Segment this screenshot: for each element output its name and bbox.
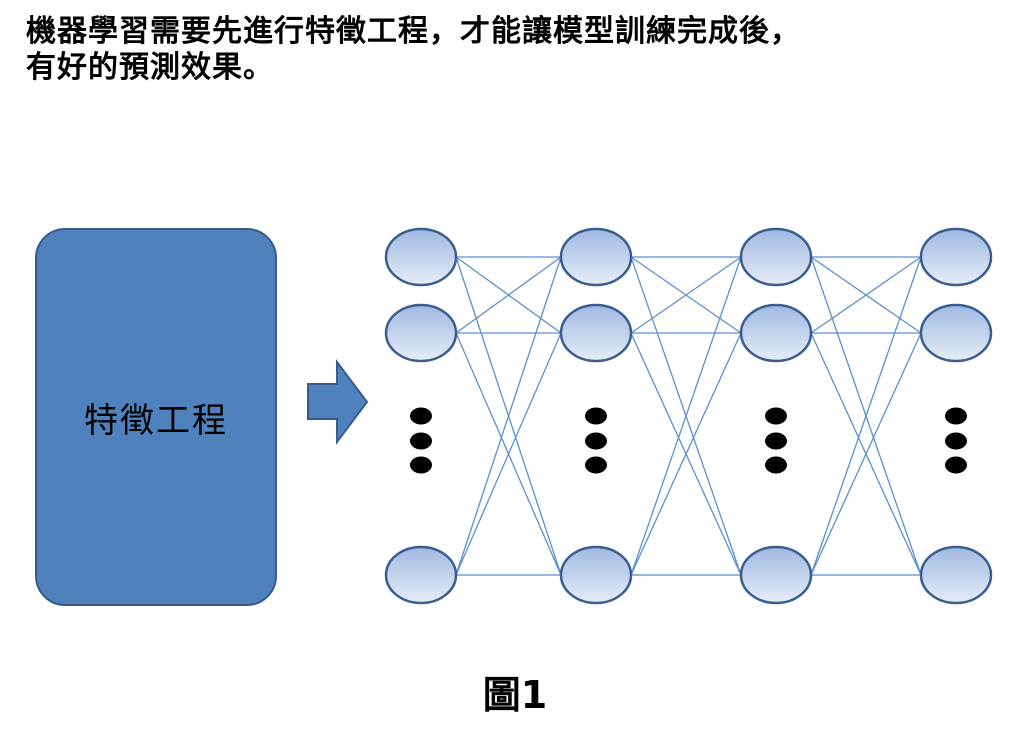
heading-text: 機器學習需要先進行特徵工程，才能讓模型訓練完成後， 有好的預測效果。 [26,14,1016,86]
figure-caption: 圖1 [482,673,548,717]
right-arrow-icon [307,359,369,445]
neuron-node [559,303,633,363]
ellipsis-dot [945,456,967,474]
ellipsis-dot [945,432,967,450]
ellipsis-dot [945,407,967,425]
ellipsis-dot [765,407,787,425]
ellipsis-dot [585,407,607,425]
ellipsis-dot [410,407,432,425]
ellipsis-dot [410,432,432,450]
connection-edge [810,256,922,334]
feature-engineering-box: 特徵工程 [35,228,277,606]
neuron-node [384,545,458,605]
neuron-node [384,303,458,363]
neuron-node [919,227,993,287]
connection-edge [455,256,562,576]
ellipsis-dot [765,456,787,474]
ellipsis-dot [585,456,607,474]
connection-edge [630,332,742,576]
ellipsis-dot [585,432,607,450]
neuron-node [739,303,813,363]
connection-edge [810,256,922,576]
connection-edge [455,256,562,334]
heading-line-1: 機器學習需要先進行特徵工程，才能讓模型訓練完成後， [26,14,801,49]
ellipsis-dot [410,456,432,474]
connection-edge [630,256,742,576]
neuron-node [559,545,633,605]
neuron-node [384,227,458,287]
connection-edge [455,332,562,576]
heading-line-2: 有好的預測效果。 [26,50,274,85]
ellipsis-dot [765,432,787,450]
connection-edge [630,256,742,334]
neuron-node [919,545,993,605]
neuron-node [739,545,813,605]
neuron-node [919,303,993,363]
neuron-node [559,227,633,287]
neuron-node [739,227,813,287]
feature-engineering-label: 特徵工程 [84,400,228,441]
connection-edge [810,332,922,576]
